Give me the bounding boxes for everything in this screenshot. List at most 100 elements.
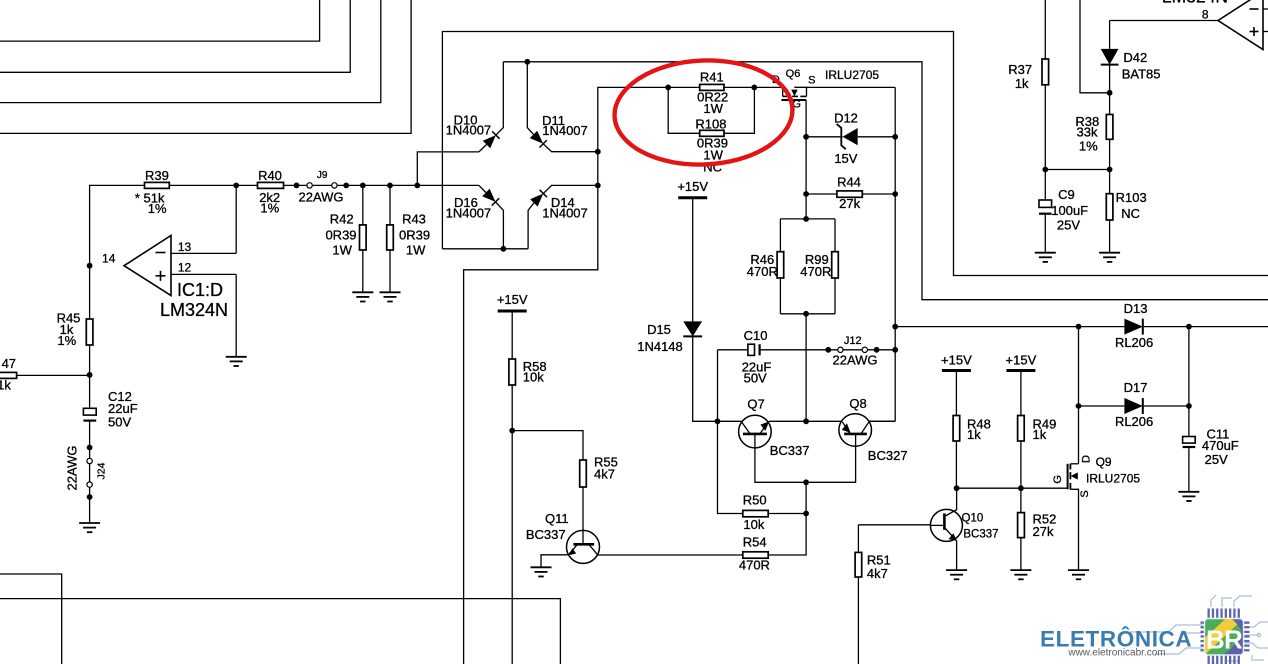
- svg-text:ELETRÔNICA: ELETRÔNICA: [1040, 627, 1192, 652]
- svg-text:1k: 1k: [60, 322, 74, 337]
- svg-text:D11: D11: [542, 113, 565, 128]
- svg-text:Q7: Q7: [747, 397, 764, 412]
- svg-text:Q6: Q6: [786, 68, 801, 80]
- svg-text:50V: 50V: [108, 414, 131, 429]
- svg-text:0R39: 0R39: [697, 136, 728, 151]
- svg-text:RL206: RL206: [1115, 414, 1153, 429]
- svg-text:R49: R49: [1033, 417, 1057, 432]
- svg-text:1k: 1k: [1033, 427, 1047, 442]
- svg-text:D42: D42: [1123, 50, 1147, 65]
- svg-text:C9: C9: [1058, 187, 1075, 202]
- svg-text:R38: R38: [1075, 114, 1099, 129]
- svg-text:Q10: Q10: [962, 512, 984, 524]
- svg-text:0R22: 0R22: [697, 90, 728, 105]
- svg-text:15V: 15V: [834, 151, 857, 166]
- svg-text:D13: D13: [1124, 301, 1148, 316]
- svg-text:1%: 1%: [148, 201, 167, 216]
- svg-text:D: D: [1080, 455, 1092, 463]
- svg-text:R44: R44: [837, 174, 861, 189]
- svg-text:+15V: +15V: [497, 292, 528, 307]
- svg-text:0R39: 0R39: [399, 228, 430, 243]
- svg-text:LM324N: LM324N: [1162, 0, 1228, 7]
- svg-text:470R: 470R: [800, 264, 831, 279]
- svg-text:+15V: +15V: [677, 179, 708, 194]
- svg-text:22AWG: 22AWG: [65, 445, 80, 490]
- svg-text:IC1:D: IC1:D: [177, 280, 223, 300]
- svg-text:4k7: 4k7: [867, 566, 888, 581]
- svg-text:33k: 33k: [1077, 125, 1098, 140]
- svg-text:+15V: +15V: [1006, 353, 1037, 368]
- svg-text:www.eletronicabr.com: www.eletronicabr.com: [1067, 648, 1165, 659]
- svg-text:R58: R58: [523, 359, 547, 374]
- svg-text:2k2: 2k2: [259, 190, 280, 205]
- svg-text:D12: D12: [834, 110, 858, 125]
- svg-text:BC337: BC337: [526, 527, 566, 542]
- svg-text:R43: R43: [402, 212, 426, 227]
- svg-text:R42: R42: [330, 212, 354, 227]
- svg-text:13: 13: [178, 240, 192, 254]
- svg-text:R48: R48: [967, 417, 991, 432]
- svg-text:50V: 50V: [744, 370, 767, 385]
- svg-text:J24: J24: [96, 462, 108, 479]
- svg-text:1k: 1k: [1015, 76, 1029, 91]
- svg-text:1N4007: 1N4007: [446, 123, 492, 138]
- svg-text:BR: BR: [1206, 625, 1243, 655]
- svg-text:G: G: [792, 98, 801, 110]
- svg-text:14: 14: [102, 252, 116, 266]
- svg-text:D17: D17: [1124, 380, 1148, 395]
- svg-text:1W: 1W: [703, 147, 723, 162]
- svg-text:R37: R37: [1008, 62, 1032, 77]
- svg-text:C12: C12: [108, 389, 132, 404]
- svg-text:LM324N: LM324N: [160, 300, 228, 320]
- svg-text:D14: D14: [551, 195, 575, 210]
- svg-text:25V: 25V: [1205, 452, 1228, 467]
- svg-text:1%: 1%: [57, 333, 76, 348]
- svg-text:* 51k: * 51k: [135, 191, 165, 206]
- svg-text:22uF: 22uF: [108, 401, 138, 416]
- svg-text:8: 8: [1202, 8, 1209, 22]
- svg-text:0R39: 0R39: [325, 228, 356, 243]
- svg-text:22uF: 22uF: [742, 360, 772, 375]
- svg-text:1W: 1W: [703, 101, 723, 116]
- svg-text:R99: R99: [805, 252, 829, 267]
- svg-text:1%: 1%: [1079, 139, 1098, 154]
- svg-text:IRLU2705: IRLU2705: [825, 68, 879, 82]
- svg-text:1N4007: 1N4007: [542, 206, 588, 221]
- svg-text:10k: 10k: [743, 517, 764, 532]
- svg-text:Q9: Q9: [1096, 455, 1112, 469]
- svg-text:1%: 1%: [260, 201, 279, 216]
- svg-text:470R: 470R: [739, 557, 770, 572]
- svg-text:C11: C11: [1207, 427, 1230, 442]
- svg-text:470R: 470R: [747, 264, 778, 279]
- svg-text:Q8: Q8: [849, 396, 866, 411]
- svg-text:47: 47: [2, 356, 16, 371]
- svg-text:+15V: +15V: [941, 353, 972, 368]
- svg-text:R45: R45: [57, 311, 81, 326]
- svg-text:1k: 1k: [0, 378, 11, 393]
- svg-text:R51: R51: [867, 553, 891, 568]
- svg-text:12: 12: [178, 261, 192, 275]
- svg-text:IRLU2705: IRLU2705: [1086, 472, 1140, 486]
- svg-text:J9: J9: [317, 170, 328, 181]
- svg-text:R46: R46: [750, 252, 774, 267]
- svg-text:470uF: 470uF: [1202, 438, 1239, 453]
- svg-text:C10: C10: [744, 328, 768, 343]
- svg-text:R41: R41: [700, 70, 724, 85]
- svg-text:R54: R54: [743, 535, 767, 550]
- svg-text:NC: NC: [1121, 206, 1140, 221]
- svg-text:S: S: [808, 75, 815, 87]
- svg-text:22AWG: 22AWG: [832, 353, 877, 368]
- svg-text:D15: D15: [647, 322, 671, 337]
- svg-text:R40: R40: [258, 168, 282, 183]
- svg-text:4k7: 4k7: [594, 466, 615, 481]
- svg-text:RL206: RL206: [1115, 335, 1153, 350]
- svg-text:R39: R39: [145, 168, 169, 183]
- svg-text:100uF: 100uF: [1051, 203, 1088, 218]
- svg-text:1N4007: 1N4007: [542, 123, 588, 138]
- svg-text:R108: R108: [695, 117, 726, 132]
- svg-text:1W: 1W: [406, 243, 426, 258]
- svg-text:J12: J12: [844, 335, 862, 347]
- svg-text:27k: 27k: [1033, 524, 1054, 539]
- svg-text:BC327: BC327: [868, 448, 908, 463]
- svg-text:R55: R55: [594, 454, 618, 469]
